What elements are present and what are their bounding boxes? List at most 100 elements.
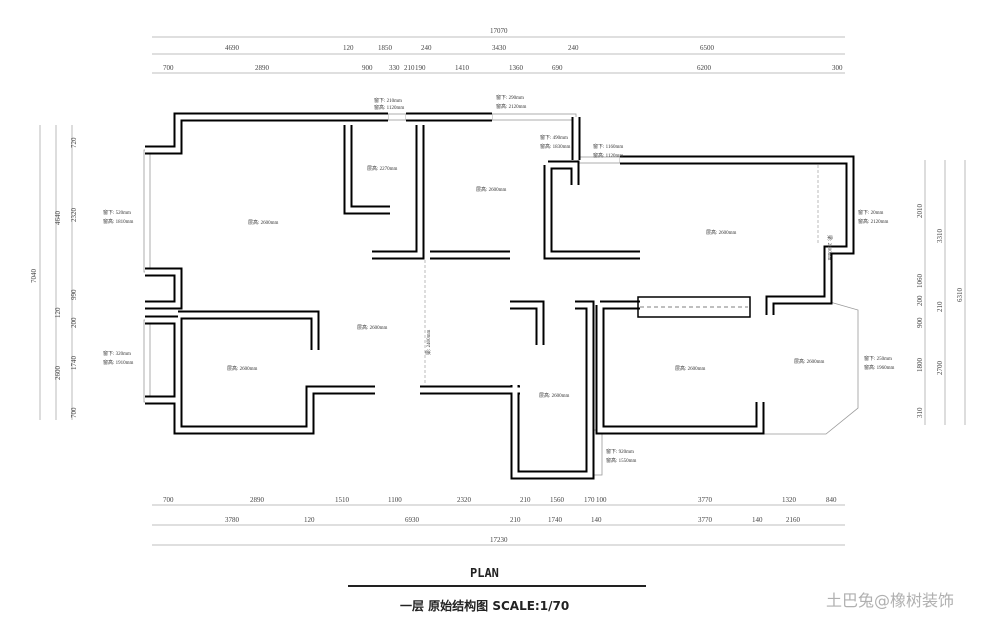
svg-text:窗高: 1810mm: 窗高: 1810mm [103,218,134,225]
svg-text:1060: 1060 [916,274,924,289]
svg-text:窗高: 1120mm: 窗高: 1120mm [374,104,404,111]
staircase [637,296,751,318]
svg-text:窗下: 320mm: 窗下: 320mm [103,350,131,357]
svg-text:900: 900 [362,64,373,72]
svg-text:层高: 2600mm: 层高: 2600mm [794,358,825,365]
svg-text:窗高: 2120mm: 窗高: 2120mm [496,103,527,110]
svg-text:2600: 2600 [54,366,62,381]
svg-text:6310: 6310 [956,288,964,303]
beams: 梁: 2400mm 梁: 2400mm [424,165,833,385]
svg-text:2320: 2320 [70,208,78,223]
svg-text:200: 200 [70,317,78,328]
beam-label: 梁: 2400mm [826,235,833,261]
svg-text:3310: 3310 [936,229,944,244]
svg-text:1510: 1510 [335,496,350,504]
svg-text:170: 170 [584,496,595,504]
svg-text:层高: 2270mm: 层高: 2270mm [367,165,398,172]
svg-text:2160: 2160 [786,516,801,524]
svg-text:2890: 2890 [250,496,265,504]
svg-text:120: 120 [54,307,62,318]
dim-top-row3: 700 2890 900 330 210 190 1410 1360 690 6… [163,64,843,72]
svg-text:1850: 1850 [378,44,393,52]
watermark: 土巴兔@橡树装饰 [826,591,955,610]
svg-text:层高: 2600mm: 层高: 2600mm [476,186,507,193]
dim-bottom-row2: 3780 120 6930 210 1740 140 3770 140 2160 [225,516,801,524]
svg-text:900: 900 [916,317,924,328]
title-rule [348,585,646,587]
svg-text:窗下: 1160mm: 窗下: 1160mm [593,143,623,150]
beam-label: 梁: 2400mm [425,329,432,355]
dim-top-total: 17070 [490,27,508,35]
svg-text:210: 210 [520,496,531,504]
svg-text:层高: 2600mm: 层高: 2600mm [675,365,706,372]
svg-text:层高: 2600mm: 层高: 2600mm [248,219,279,226]
window-labels: 窗下: 210mm 窗高: 1120mm 窗下: 290mm 窗高: 2120m… [103,94,895,464]
plan-subtitle: 一层 原始结构图 SCALE:1/70 [400,599,570,613]
svg-text:窗高: 1550mm: 窗高: 1550mm [606,457,637,464]
svg-text:7040: 7040 [30,269,38,284]
svg-text:6500: 6500 [700,44,715,52]
svg-text:120: 120 [343,44,354,52]
svg-text:2010: 2010 [916,204,924,219]
svg-text:240: 240 [421,44,432,52]
svg-text:1320: 1320 [782,496,797,504]
svg-text:窗高: 1910mm: 窗高: 1910mm [103,359,134,366]
svg-text:窗下: 490mm: 窗下: 490mm [540,134,568,141]
svg-text:330: 330 [389,64,400,72]
dim-right: 2010 3310 1060 200 900 210 1800 2700 310… [916,204,964,419]
dim-bottom-total: 17230 [490,536,508,544]
svg-text:700: 700 [163,64,174,72]
svg-text:700: 700 [163,496,174,504]
svg-text:层高: 2600mm: 层高: 2600mm [227,365,258,372]
svg-text:990: 990 [70,289,78,300]
svg-text:140: 140 [752,516,763,524]
svg-text:窗高: 2120mm: 窗高: 2120mm [858,218,889,225]
svg-text:窗下: 250mm: 窗下: 250mm [864,355,892,362]
svg-text:层高: 2600mm: 层高: 2600mm [706,229,737,236]
svg-text:240: 240 [568,44,579,52]
svg-text:720: 720 [70,137,78,148]
plan-title: PLAN [470,566,499,580]
svg-text:4690: 4690 [225,44,240,52]
svg-text:200: 200 [916,295,924,306]
svg-text:210: 210 [510,516,521,524]
svg-text:210: 210 [404,64,415,72]
svg-text:6930: 6930 [405,516,420,524]
svg-text:层高: 2600mm: 层高: 2600mm [539,392,570,399]
svg-text:190: 190 [415,64,426,72]
svg-text:690: 690 [552,64,563,72]
svg-text:100: 100 [596,496,607,504]
svg-text:1740: 1740 [548,516,563,524]
room-labels: 层高: 2600mm 层高: 2270mm 层高: 2600mm 层高: 260… [227,165,825,399]
svg-text:300: 300 [832,64,843,72]
windows [143,113,859,476]
svg-text:3430: 3430 [492,44,507,52]
svg-text:140: 140 [591,516,602,524]
svg-text:1100: 1100 [388,496,402,504]
svg-text:窗高: 1960mm: 窗高: 1960mm [864,364,895,371]
svg-text:2320: 2320 [457,496,472,504]
walls [145,112,855,480]
svg-text:1410: 1410 [455,64,470,72]
dim-top-row2: 4690 120 1850 240 3430 240 6500 [225,44,715,52]
svg-text:310: 310 [916,407,924,418]
svg-text:1560: 1560 [550,496,565,504]
svg-text:窗下: 210mm: 窗下: 210mm [374,97,402,104]
svg-text:2700: 2700 [936,361,944,376]
svg-text:6200: 6200 [697,64,712,72]
svg-text:700: 700 [70,407,78,418]
svg-text:3770: 3770 [698,496,713,504]
svg-text:窗下: 520mm: 窗下: 520mm [103,209,131,216]
svg-text:3780: 3780 [225,516,240,524]
svg-text:1360: 1360 [509,64,524,72]
svg-text:840: 840 [826,496,837,504]
svg-text:3770: 3770 [698,516,713,524]
svg-text:1740: 1740 [70,356,78,371]
svg-text:层高: 2600mm: 层高: 2600mm [357,324,388,331]
svg-text:窗高: 1120mm: 窗高: 1120mm [593,152,623,159]
svg-text:210: 210 [936,301,944,312]
dim-bottom-row1: 700 2890 1510 1100 2320 210 1560 170 100… [163,496,837,504]
top-dimension-lines [39,36,966,546]
svg-text:窗下: 20mm: 窗下: 20mm [858,209,884,216]
